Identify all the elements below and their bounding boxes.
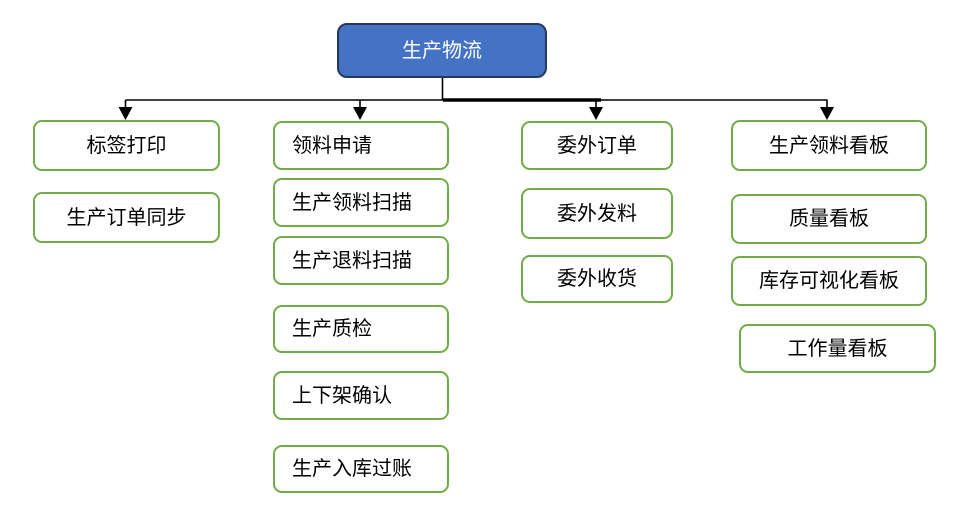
arrow-down-icon [353, 107, 367, 120]
node-production-quality-inspection: 生产质检 [273, 305, 449, 353]
node-shelving-confirmation: 上下架确认 [273, 371, 449, 420]
node-material-requisition-request: 领料申请 [273, 121, 449, 170]
node-quality-kanban: 质量看板 [731, 194, 927, 244]
arrow-down-icon [118, 107, 133, 120]
arrow-down-icon [589, 107, 603, 120]
arrow-down-icon [820, 107, 834, 120]
node-workload-kanban: 工作量看板 [739, 324, 936, 373]
node-production-picking-scan: 生产领料扫描 [273, 178, 449, 227]
node-production-order-sync: 生产订单同步 [33, 192, 220, 243]
node-production-logistics: 生产物流 [337, 23, 547, 78]
node-label-printing: 标签打印 [33, 120, 220, 171]
node-outsourcing-material-issue: 委外发料 [521, 188, 673, 239]
node-production-return-scan: 生产退料扫描 [273, 236, 449, 285]
node-production-picking-kanban: 生产领料看板 [731, 120, 927, 171]
node-outsourcing-order: 委外订单 [521, 121, 673, 170]
node-inventory-visualization-kanban: 库存可视化看板 [731, 256, 927, 306]
node-production-inbound-posting: 生产入库过账 [273, 445, 449, 493]
node-outsourcing-receiving: 委外收货 [521, 255, 673, 303]
